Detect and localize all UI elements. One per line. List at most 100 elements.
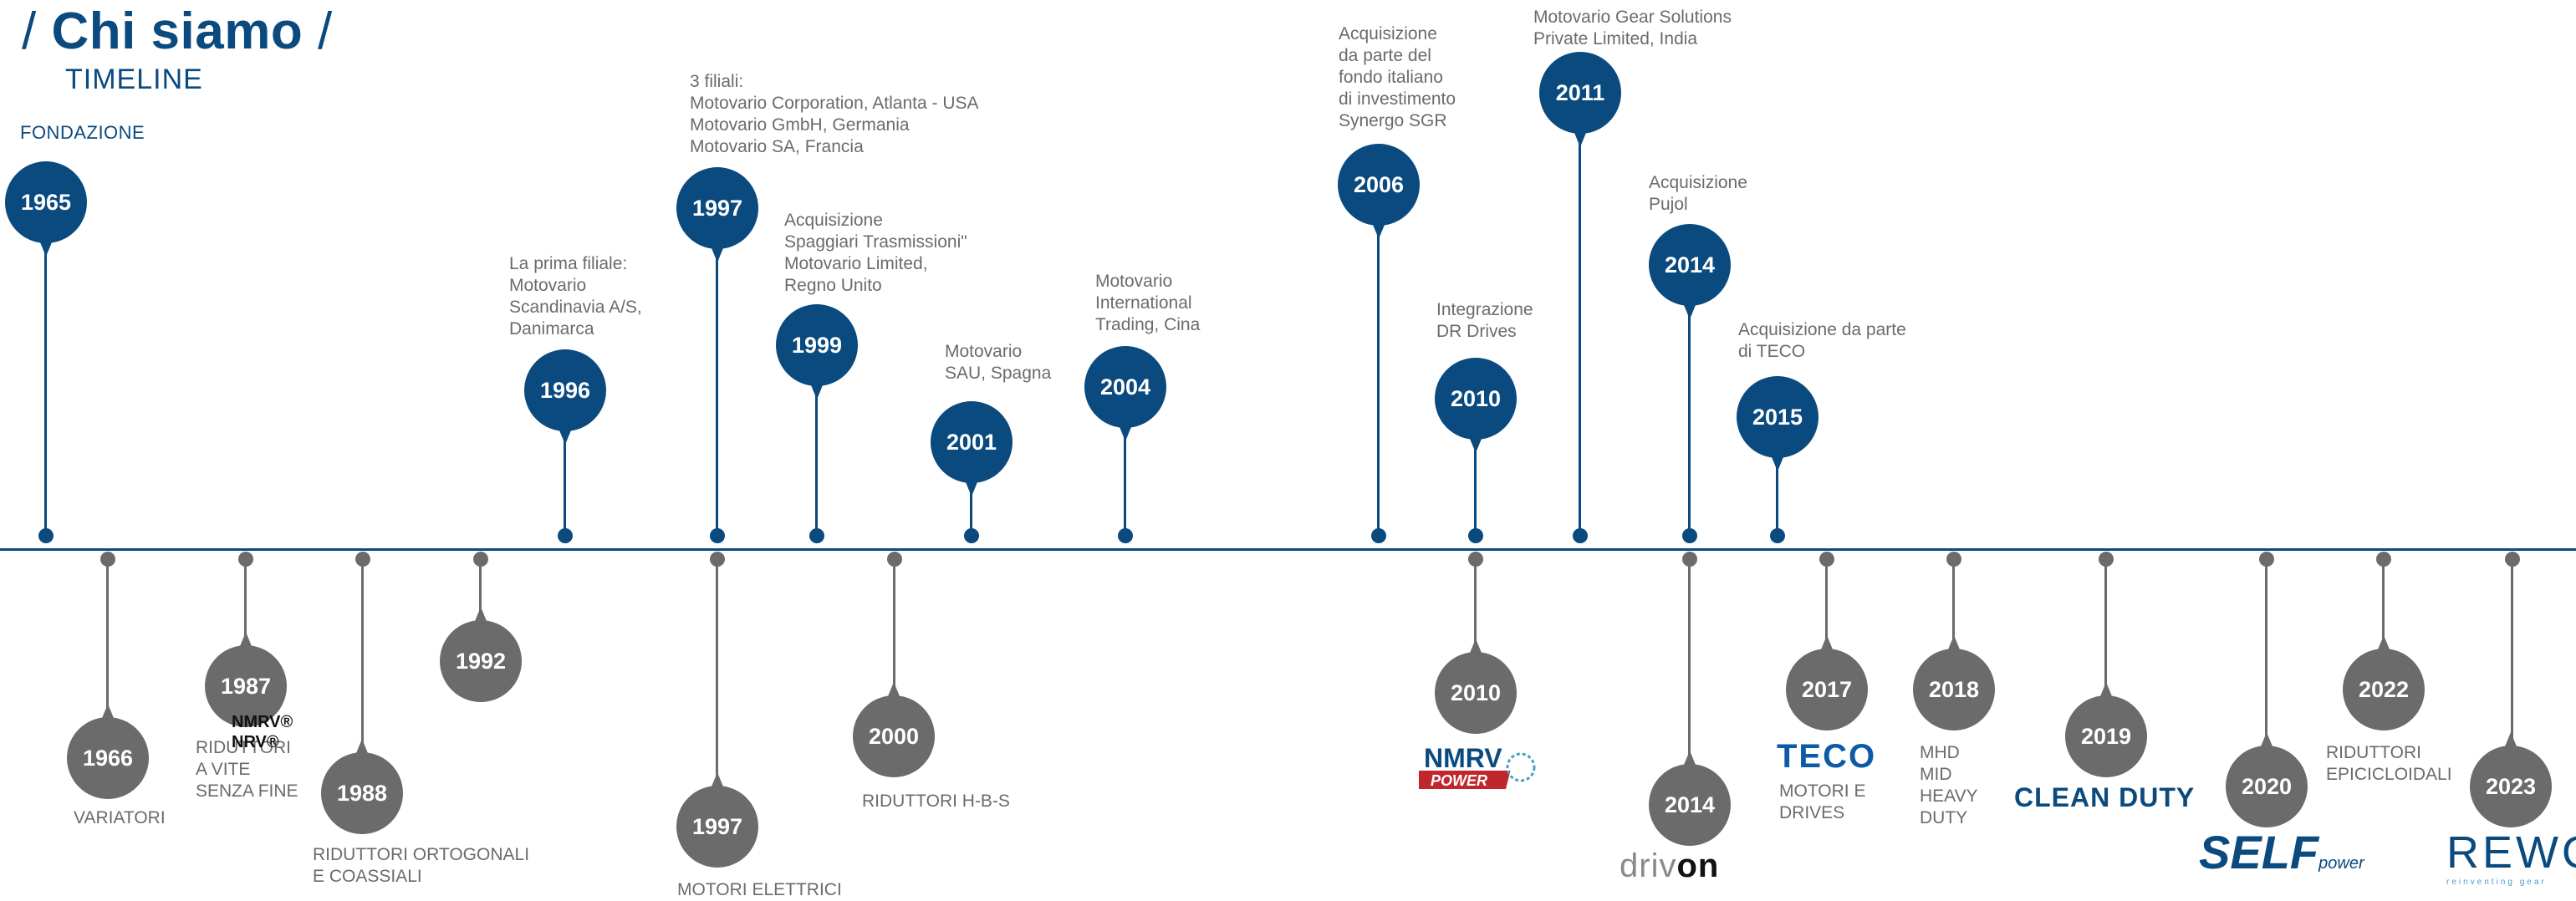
timeline-stem-2015 [1776,456,1778,533]
year-pin-2017: 2017 [1786,649,1868,730]
drivon-logo-light: driv [1620,848,1677,884]
year-pin-1992: 1992 [440,620,522,702]
product-note-1997: MOTORI ELETTRICI [677,880,842,899]
page-subtitle: TIMELINE [65,64,203,95]
year-pin-1987: 1987 [205,645,287,727]
timeline-marker-1987 [238,552,253,567]
timeline-stem-2014-bottom [1688,560,1691,764]
self-power-logo: SELFpower [2199,825,2364,879]
year-pin-2006: 2006 [1338,144,1420,226]
year-pin-1997-top: 1997 [676,167,758,249]
self-logo-text: SELF [2199,826,2319,878]
timeline-axis [0,548,2576,551]
event-note-1996: La prima filiale: Motovario Scandinavia … [509,254,642,339]
product-note-1992: NMRV® NRV® [232,713,293,751]
page-title: / Chi siamo / [22,2,333,61]
timeline-marker-1999 [809,528,824,543]
timeline-marker-2015 [1770,528,1785,543]
year-pin-1988: 1988 [321,752,403,834]
title-slash-left: / [22,3,52,60]
timeline-marker-2001 [964,528,979,543]
event-note-2006: Acquisizione da parte del fondo italiano… [1339,24,1456,130]
timeline-marker-2014-top [1682,528,1697,543]
timeline-marker-1997-bottom [710,552,725,567]
timeline-marker-1966 [100,552,115,567]
year-pin-2014-top: 2014 [1649,224,1731,306]
event-note-1999: Acquisizione Spaggiari Trasmissioni" Mot… [784,211,967,295]
event-note-2010-top: Integrazione DR Drives [1436,300,1533,341]
timeline-marker-1996 [558,528,573,543]
timeline-stem-2010-bottom [1474,560,1477,654]
timeline-marker-2014-bottom [1682,552,1697,567]
year-pin-2022: 2022 [2343,649,2425,730]
event-note-2014-top: Acquisizione Pujol [1649,173,1747,214]
teco-logo: TECO [1777,738,1877,775]
year-pin-2000: 2000 [853,695,935,777]
year-pin-1965: 1965 [5,161,87,243]
timeline-marker-2022 [2376,552,2391,567]
year-pin-2010-bottom: 2010 [1435,652,1517,734]
timeline-stem-2006 [1377,224,1380,533]
timeline-marker-2010-top [1468,528,1483,543]
product-note-1966: VARIATORI [74,808,166,827]
timeline-marker-1965 [38,528,54,543]
rewo-logo-tagline: reinventing gear [2446,878,2547,887]
timeline-stem-2010-top [1474,438,1477,533]
year-pin-2023: 2023 [2470,746,2552,827]
self-logo-power-text: power [2318,854,2364,873]
year-pin-2011: 2011 [1539,52,1621,134]
nmrv-power-logo: NMRV POWER [1419,743,1536,789]
event-note-2001: Motovario SAU, Spagna [945,342,1052,383]
product-note-1988: RIDUTTORI ORTOGONALI E COASSIALI [313,845,530,886]
year-pin-2019: 2019 [2065,695,2147,777]
timeline-stem-1997-top [716,247,718,533]
timeline-marker-2018 [1946,552,1961,567]
timeline-stem-1996 [564,431,566,533]
timeline-stem-1987 [244,560,247,650]
event-note-2011: Motovario Gear Solutions Private Limited… [1533,8,1732,48]
year-pin-2004: 2004 [1084,346,1166,428]
timeline-stem-2004 [1124,426,1126,533]
year-pin-2001: 2001 [931,401,1013,483]
timeline-stem-2001 [970,481,972,533]
year-pin-2020: 2020 [2226,746,2308,827]
year-pin-2014-bottom: 2014 [1649,764,1731,846]
timeline-marker-2023 [2505,552,2520,567]
timeline-marker-2006 [1371,528,1386,543]
timeline-marker-2010-bottom [1468,552,1483,567]
year-pin-2018: 2018 [1913,649,1995,730]
title-text: Chi siamo [51,3,304,60]
product-note-2018: MHD MID HEAVY DUTY [1920,743,1978,827]
year-pin-2010-top: 2010 [1435,358,1517,440]
product-note-2000: RIDUTTORI H-B-S [862,792,1010,811]
timeline-marker-2019 [2099,552,2114,567]
product-note-1987: RIDUTTORI A VITE SENZA FINE [196,738,298,801]
year-pin-2015: 2015 [1737,376,1819,458]
year-pin-1996: 1996 [524,349,606,431]
timeline-stem-1997-bottom [716,560,718,787]
timeline-stem-2023 [2511,560,2513,752]
product-note-2022: RIDUTTORI EPICICLOIDALI [2326,743,2452,784]
year-pin-1966: 1966 [67,717,149,799]
timeline-stem-2022 [2382,560,2385,652]
timeline-marker-2017 [1819,552,1834,567]
timeline-marker-2020 [2259,552,2274,567]
timeline-marker-1992 [473,552,488,567]
event-note-2004: Motovario International Trading, Cina [1095,272,1201,334]
founding-label: FONDAZIONE [20,122,145,143]
timeline-marker-2004 [1118,528,1133,543]
drivon-logo: drivon [1620,848,1719,885]
timeline-stem-2017 [1825,560,1828,652]
timeline-stem-2019 [2104,560,2107,699]
timeline-marker-2000 [887,552,902,567]
timeline-stem-2011 [1579,132,1581,533]
timeline-stem-1999 [815,384,818,533]
nmrv-logo-bottom-text: POWER [1431,772,1487,789]
timeline-stem-2018 [1952,560,1955,652]
timeline-stem-2014-top [1688,304,1691,533]
timeline-stem-2000 [893,560,895,697]
clean-duty-logo: CLEAN DUTY [2014,782,2196,812]
event-note-1997-top: 3 filiali: Motovario Corporation, Atlant… [690,72,979,156]
timeline-stem-2020 [2265,560,2267,742]
rewo-logo-text: REWO [2446,827,2576,878]
